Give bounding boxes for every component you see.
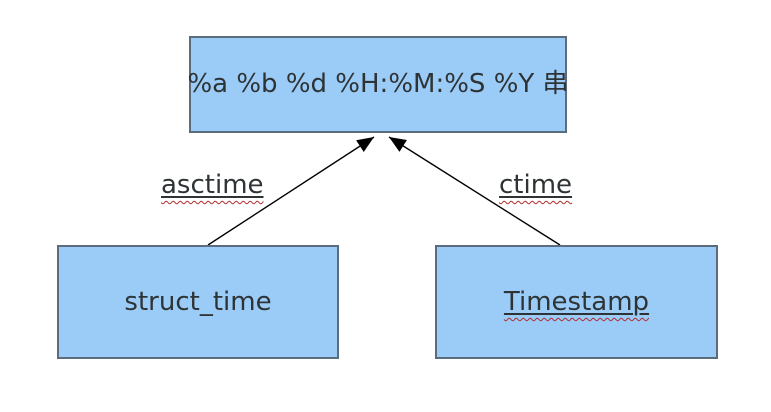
edge-label-asctime: asctime [161,170,264,201]
node-struct-time-label: struct_time [124,286,272,317]
edge-label-asctime-text: asctime [161,170,264,200]
node-format-string-label: %a %b %d %H:%M:%S %Y 串 [187,69,569,100]
node-format-string: %a %b %d %H:%M:%S %Y 串 [187,36,569,133]
node-timestamp-text: Timestamp [503,286,650,317]
node-timestamp-label: Timestamp [504,286,649,319]
edge-label-ctime-text: ctime [499,170,573,200]
node-timestamp: Timestamp [435,245,718,359]
edge-label-asctime-underline: asctime [161,170,264,200]
edge-label-ctime-underline: ctime [499,170,572,200]
node-struct-time: struct_time [57,245,339,359]
edge-label-ctime: ctime [499,170,572,201]
